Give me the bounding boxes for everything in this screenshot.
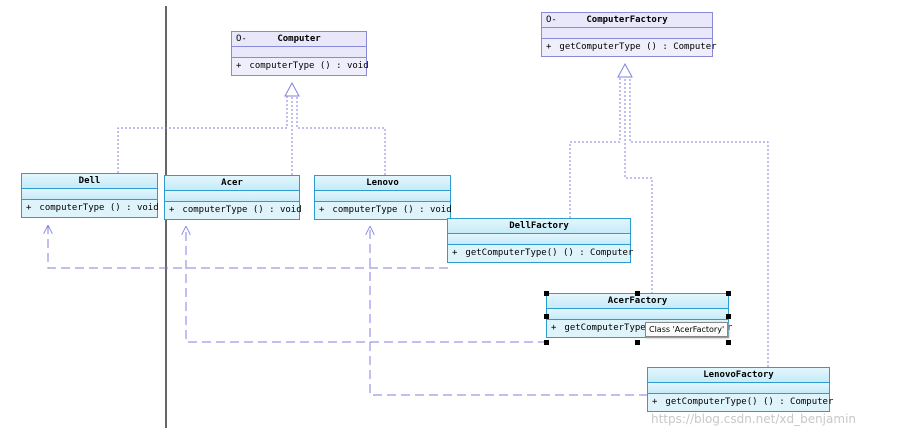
watermark: https://blog.csdn.net/xd_benjamin (651, 412, 857, 426)
realization-arrowhead-factory (617, 62, 633, 78)
dependency-acerfactory-acer[interactable] (186, 227, 547, 343)
class-dell[interactable]: Dell + computerType () : void (21, 173, 159, 218)
visibility-public: + (452, 248, 458, 258)
operation-row[interactable]: + getComputerType() () : Computer (448, 245, 634, 262)
realization-lenovofactory[interactable] (629, 77, 769, 367)
attributes-compartment (22, 189, 157, 200)
interface-icon: O- (546, 15, 557, 25)
realization-acerfactory[interactable] (624, 77, 653, 294)
attributes-compartment (232, 47, 366, 58)
resize-handle-bottom-center[interactable] (635, 340, 640, 345)
visibility-public: + (319, 205, 325, 215)
class-name: LenovoFactory (703, 370, 774, 380)
resize-handle-top-right[interactable] (726, 291, 731, 296)
attributes-compartment (542, 28, 712, 39)
operation-signature: computerType () : void (332, 205, 452, 215)
class-name: AcerFactory (607, 296, 668, 306)
resize-handle-top-left[interactable] (544, 291, 549, 296)
visibility-public: + (236, 61, 242, 71)
operation-signature: computerType () : void (39, 203, 159, 213)
visibility-public: + (652, 397, 658, 407)
class-name: Dell (78, 176, 101, 186)
visibility-public: + (26, 203, 32, 213)
class-lenovo[interactable]: Lenovo + computerType () : void (314, 175, 452, 220)
realization-connectors-factory (569, 77, 769, 367)
realization-dellfactory[interactable] (569, 77, 621, 218)
class-name: ComputerFactory (586, 15, 668, 25)
class-tooltip: Class 'AcerFactory' (645, 322, 729, 337)
operation-row[interactable]: + computerType () : void (22, 200, 159, 217)
attributes-compartment (547, 309, 728, 320)
dependency-lenovofactory-lenovo[interactable] (370, 227, 648, 396)
dependency-dellfactory-dell[interactable] (48, 226, 448, 269)
operation-row[interactable]: + getComputerType () : Computer (542, 39, 717, 56)
operation-row[interactable]: + computerType () : void (232, 58, 369, 75)
operation-signature: getComputerType() () : Computer (465, 248, 634, 258)
operation-row[interactable]: + getComputerType() () : Computer (648, 394, 833, 411)
interface-computerfactory[interactable]: O- ComputerFactory + getComputerType () : … (541, 12, 717, 57)
operation-row[interactable]: + computerType () : void (315, 202, 452, 219)
visibility-public: + (546, 42, 552, 52)
resize-handle-bottom-right[interactable] (726, 340, 731, 345)
interface-computer[interactable]: O- Computer + computerType () : void (231, 31, 369, 76)
attributes-compartment (315, 191, 450, 202)
class-lenovofactory[interactable]: LenovoFactory + getComputerType() () : Co… (647, 367, 833, 412)
resize-handle-bottom-left[interactable] (544, 340, 549, 345)
resize-handle-middle-left[interactable] (544, 314, 549, 319)
operation-signature: computerType () : void (182, 205, 302, 215)
visibility-public: + (169, 205, 175, 215)
realization-arrowhead-computer (284, 81, 300, 97)
class-dellfactory[interactable]: DellFactory + getComputerType() () : Comp… (447, 218, 634, 263)
realization-dell-computer[interactable] (117, 96, 288, 173)
attributes-compartment (648, 383, 829, 394)
attributes-compartment (448, 234, 630, 245)
operation-signature: getComputerType () : Computer (559, 42, 717, 52)
realization-lenovo-computer[interactable] (296, 96, 386, 175)
class-acer[interactable]: Acer + computerType () : void (164, 175, 302, 220)
attributes-compartment (165, 191, 299, 202)
resize-handle-middle-right[interactable] (726, 314, 731, 319)
class-name: Lenovo (366, 178, 399, 188)
class-name: Acer (221, 178, 243, 188)
realization-connectors-computer (117, 96, 386, 175)
class-name: DellFactory (509, 221, 569, 231)
visibility-public: + (551, 323, 557, 333)
operation-row[interactable]: + computerType () : void (165, 202, 302, 219)
dependency-connectors (48, 226, 648, 396)
resize-handle-top-center[interactable] (635, 291, 640, 296)
operation-signature: computerType () : void (249, 61, 369, 71)
operation-signature: getComputerType() () : Computer (665, 397, 834, 407)
class-name: Computer (277, 34, 321, 44)
interface-icon: O- (236, 34, 247, 44)
